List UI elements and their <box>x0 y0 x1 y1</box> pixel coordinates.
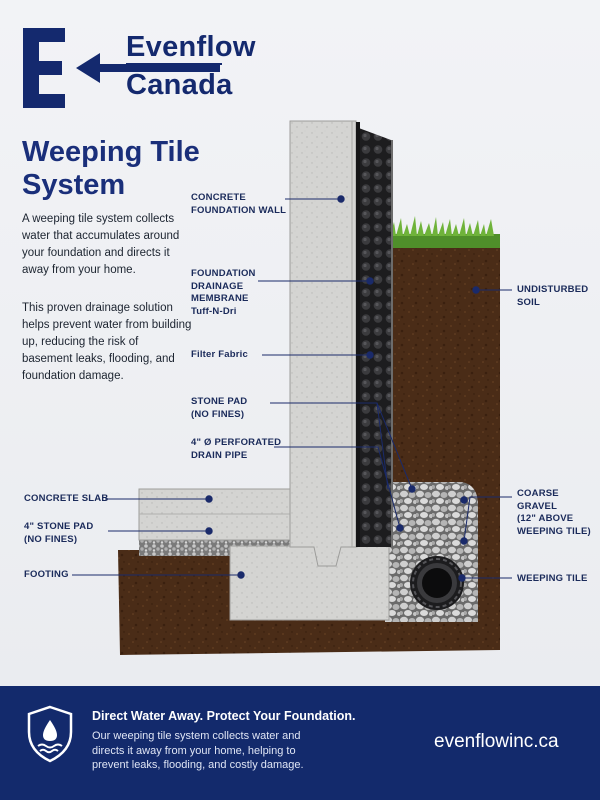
drainage-membrane[interactable] <box>356 127 391 547</box>
label-stone-pad-upper: STONE PAD (NO FINES) <box>191 396 248 420</box>
weeping-tile-pipe[interactable] <box>410 556 464 610</box>
water-shield-icon <box>27 705 73 763</box>
leader-lines <box>72 195 512 582</box>
label-concrete-wall: CONCRETE FOUNDATION WALL <box>191 192 287 216</box>
label-filter-fabric: Filter Fabric <box>191 349 248 360</box>
filter-fabric-edge <box>391 140 393 547</box>
intro-paragraph-2: This proven drainage solution helps prev… <box>22 302 192 382</box>
label-membrane: FOUNDATION DRAINAGE MEMBRANE Tuff-N-Dri <box>191 268 256 317</box>
logo-name-line2: Canada <box>126 69 233 101</box>
label-weeping-tile: WEEPING TILE <box>517 573 588 584</box>
logo-name-line1: Evenflow <box>126 31 256 63</box>
footer-banner: Direct Water Away. Protect Your Foundati… <box>0 686 600 800</box>
concrete-foundation-wall[interactable] <box>289 120 357 567</box>
label-footing: FOOTING <box>24 569 69 580</box>
intro-paragraph-1: A weeping tile system collects water tha… <box>22 213 180 276</box>
label-coarse-gravel: COARSE GRAVEL (12" ABOVE WEEPING TILE) <box>517 488 591 537</box>
brand-logo[interactable]: Evenflow Canada <box>20 24 255 114</box>
weeping-tile-cross-section <box>72 120 512 655</box>
footing[interactable] <box>229 545 390 621</box>
logo-e-mark-icon <box>23 28 222 108</box>
label-drain-pipe: 4" Ø PERFORATED DRAIN PIPE <box>191 437 282 461</box>
page-title: Weeping Tile System <box>22 136 200 201</box>
footer-heading: Direct Water Away. Protect Your Foundati… <box>92 709 356 723</box>
footer-body: Our weeping tile system collects water a… <box>92 730 304 771</box>
label-stone-pad-lower: 4" STONE PAD (NO FINES) <box>24 521 94 545</box>
label-concrete-slab: CONCRETE SLAB <box>24 493 109 504</box>
grass-layer <box>390 216 500 248</box>
label-undisturbed-soil: UNDISTURBED SOIL <box>517 284 589 308</box>
website-link[interactable]: evenflowinc.ca <box>434 731 559 752</box>
